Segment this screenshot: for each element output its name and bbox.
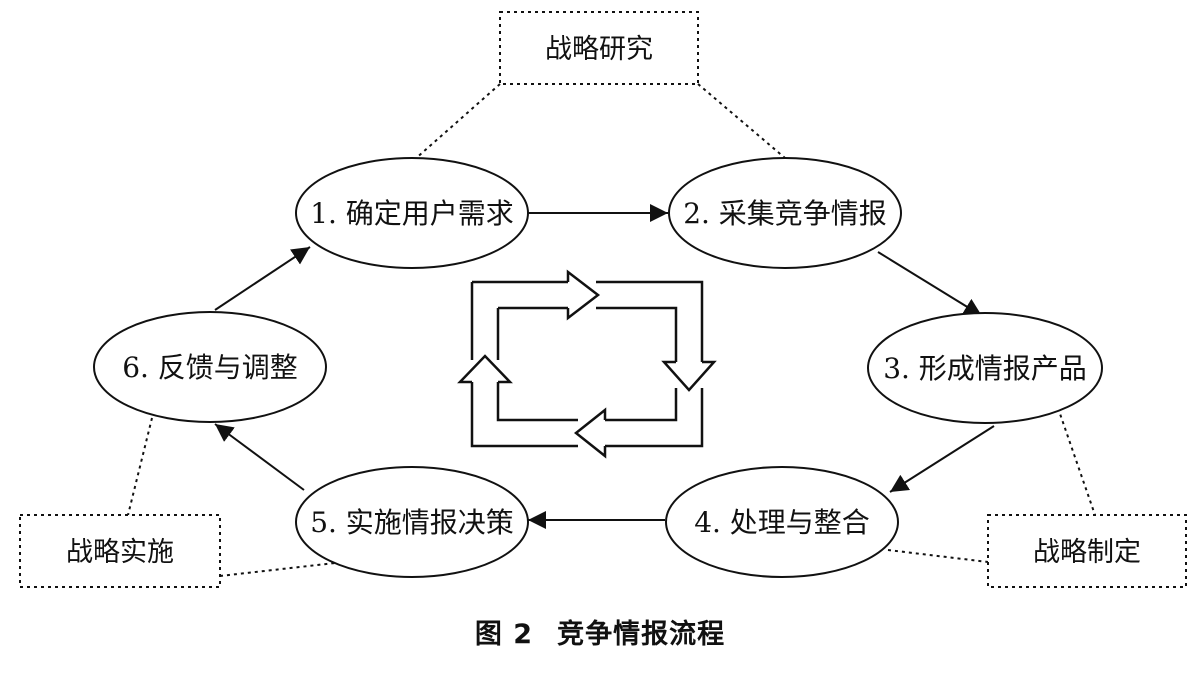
node-6-label: 6. 反馈与调整 xyxy=(122,351,298,384)
box-strategy-formulation-label: 战略制定 xyxy=(1033,537,1141,568)
node-1-ellipse xyxy=(295,157,529,269)
node-3-ellipse xyxy=(867,312,1103,424)
connector-implementation-bottom xyxy=(219,562,336,577)
connector-research-right xyxy=(697,83,786,159)
figure-title: 竞争情报流程 xyxy=(557,619,726,650)
figure-caption: 图 2 竞争情报流程 xyxy=(0,612,1200,651)
node-4-label: 4. 处理与整合 xyxy=(694,506,870,539)
box-strategy-implementation-label: 战略实施 xyxy=(66,537,174,568)
box-strategy-research-label: 战略研究 xyxy=(545,34,653,65)
arrow-6-to-1 xyxy=(214,246,311,311)
node-6-ellipse xyxy=(93,311,327,423)
flow-arrows xyxy=(214,204,995,529)
node-5-ellipse xyxy=(295,466,529,578)
box-strategy-implementation xyxy=(19,514,221,588)
connector-formulation-bottom xyxy=(887,549,989,563)
arrow-5-to-6 xyxy=(214,423,305,491)
node-3-label: 3. 形成情报产品 xyxy=(883,352,1087,385)
box-strategy-research xyxy=(499,11,699,85)
dotted-connectors xyxy=(127,83,1096,577)
node-2-ellipse xyxy=(668,157,902,269)
figure-number: 图 2 xyxy=(474,619,534,650)
arrow-2-to-3 xyxy=(877,251,983,317)
connector-research-left xyxy=(404,83,501,169)
arrow-3-to-4 xyxy=(889,425,995,493)
strategy-boxes xyxy=(19,11,1187,588)
node-2-label: 2. 采集竞争情报 xyxy=(683,197,887,230)
box-strategy-formulation xyxy=(987,514,1187,588)
cycle-icon xyxy=(457,269,717,459)
process-nodes xyxy=(93,157,1103,578)
node-1-label: 1. 确定用户需求 xyxy=(310,197,514,230)
node-4-ellipse xyxy=(665,466,899,578)
connector-formulation-top xyxy=(1057,407,1096,516)
node-5-label: 5. 实施情报决策 xyxy=(310,506,514,539)
connector-implementation-top xyxy=(127,417,153,516)
